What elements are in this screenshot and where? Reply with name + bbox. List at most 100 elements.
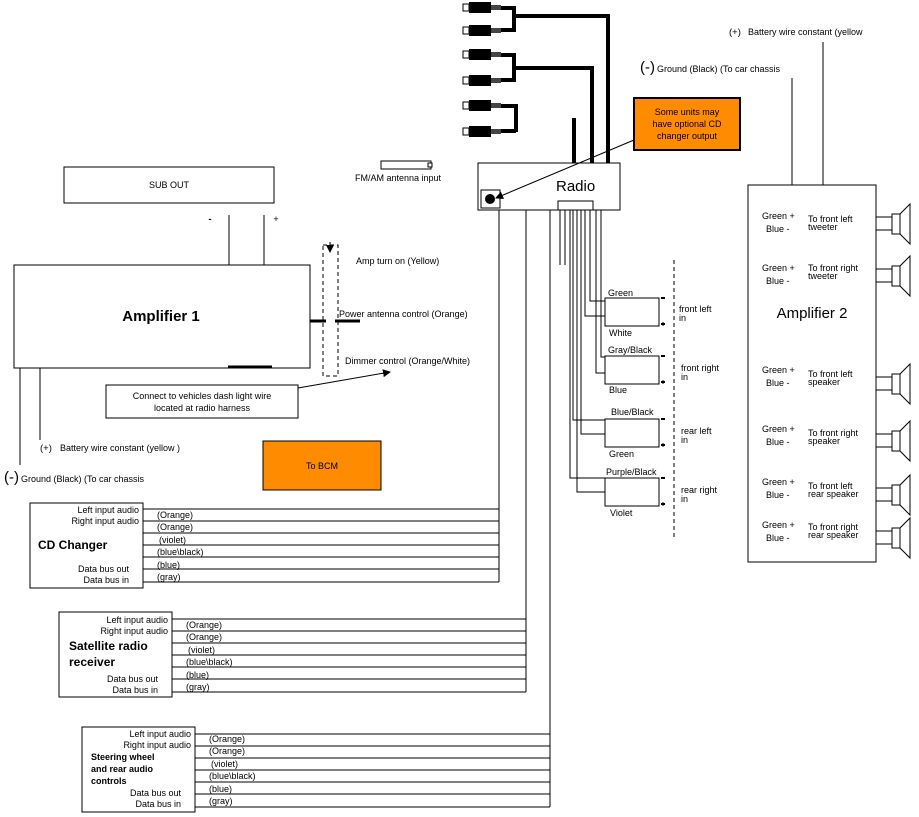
speaker-icon (876, 202, 911, 246)
spk1-dest-label: front left (679, 304, 712, 314)
amp2-output-6: Green + Blue - To front right rear speak… (762, 520, 859, 543)
dimmer-label: Dimmer control (Orange/White) (345, 356, 470, 366)
spk3-top-label: Blue/Black (611, 407, 654, 417)
steer-right-input-label: Right input audio (123, 740, 191, 750)
steering-box (81, 726, 196, 813)
sat-wire-3: (violet) (188, 645, 215, 655)
svg-text:Green +: Green + (762, 365, 795, 375)
sat-data-bus-out-label: Data bus out (107, 674, 159, 684)
ground-left-sign: (-) (4, 469, 19, 486)
amp2-output-1: Green + Blue - To front left tweeter (762, 211, 853, 234)
spk3-dest-label-2: in (681, 435, 688, 445)
cd-data-bus-out-label: Data bus out (78, 564, 130, 574)
radio-label: Radio (556, 178, 595, 195)
speaker-icon (876, 473, 911, 517)
cd-changer-title: CD Changer (38, 538, 108, 552)
battery-left-label: Battery wire constant (yellow ) (60, 443, 180, 453)
spk3-dest-label: rear left (681, 426, 712, 436)
radio-cd-port-dot (485, 194, 495, 204)
battery-top-label: Battery wire constant (yellow (748, 27, 863, 37)
svg-text:Blue -: Blue - (766, 490, 790, 500)
spk2-dest-label-2: in (681, 372, 688, 382)
cd-note-line3: changer output (657, 131, 718, 141)
sat-left-input-label: Left input audio (106, 615, 168, 625)
svg-text:Blue -: Blue - (766, 224, 790, 234)
battery-left-sign: (+) (40, 443, 52, 454)
svg-text:tweeter: tweeter (808, 271, 838, 281)
svg-text:To front right: To front right (808, 522, 859, 532)
harness-dashed-box (322, 244, 339, 377)
amplifier-2-label: Amplifier 2 (777, 305, 848, 322)
cd-wire-6: (gray) (157, 572, 181, 582)
ground-left-label: Ground (Black) (To car chassis (21, 474, 145, 484)
speaker-boxes (604, 297, 660, 507)
amp2-output-5: Green + Blue - To front left rear speake… (762, 477, 859, 500)
cd-right-input-label: Right input audio (71, 516, 139, 526)
spk2-top-label: Gray/Black (608, 345, 653, 355)
sat-title-1: Satellite radio (69, 639, 148, 653)
rca-plug (462, 100, 501, 111)
to-bcm-box (262, 440, 382, 491)
sat-title-2: receiver (69, 655, 115, 669)
spk1-bottom-label: White (609, 328, 632, 338)
sat-wire-1: (Orange) (186, 620, 222, 630)
cd-data-bus-in-label: Data bus in (83, 575, 129, 585)
rca-plug (462, 126, 501, 137)
cd-wires (143, 508, 499, 583)
amplifier-1-box (13, 264, 311, 369)
sub-out-box (63, 166, 275, 204)
radio-box (477, 162, 621, 211)
satellite-box (58, 611, 173, 698)
fm-am-antenna-label: FM/AM antenna input (355, 173, 442, 183)
svg-text:Green +: Green + (762, 520, 795, 530)
sub-minus-label: - (208, 214, 211, 225)
spk3-bottom-label: Green (609, 449, 634, 459)
svg-text:Blue -: Blue - (766, 533, 790, 543)
sat-data-bus-in-label: Data bus in (112, 685, 158, 695)
svg-text:To front left: To front left (808, 214, 853, 224)
rca-plug (462, 2, 501, 13)
steer-wires (195, 733, 550, 808)
svg-text:To front right: To front right (808, 263, 859, 273)
steer-wire-3: (violet) (211, 759, 238, 769)
rca-plug (462, 25, 501, 36)
cd-note-line2: have optional CD (652, 119, 722, 129)
svg-text:rear speaker: rear speaker (808, 489, 859, 499)
ground-top-label: Ground (Black) (To car chassis (657, 64, 781, 74)
battery-top-sign: (+) (729, 27, 741, 38)
svg-text:Green +: Green + (762, 477, 795, 487)
to-bcm-label: To BCM (306, 461, 338, 471)
cd-wire-4: (blue\black) (157, 547, 204, 557)
steer-wire-5: (blue) (209, 784, 232, 794)
steer-data-bus-in-label: Data bus in (135, 799, 181, 809)
rca-plug (462, 49, 501, 60)
svg-text:speaker: speaker (808, 377, 840, 387)
sat-wires (172, 618, 526, 693)
spk2-bottom-label: Blue (609, 385, 627, 395)
cd-changer-box (29, 502, 144, 589)
svg-text:Blue -: Blue - (766, 378, 790, 388)
steer-data-bus-out-label: Data bus out (130, 788, 182, 798)
amp2-output-4: Green + Blue - To front right speaker (762, 424, 859, 447)
cd-left-input-label: Left input audio (77, 505, 139, 515)
steer-wire-6: (gray) (209, 796, 233, 806)
cd-wire-2: (Orange) (157, 522, 193, 532)
spk4-top-label: Purple/Black (606, 467, 657, 477)
steer-wire-4: (blue\black) (209, 771, 256, 781)
spk2-dest-label: front right (681, 363, 720, 373)
radio-harness-connector (557, 200, 594, 211)
speaker-icon (876, 419, 911, 463)
rca-plug (462, 75, 501, 86)
dash-light-note-line1: Connect to vehicles dash light wire (133, 391, 272, 401)
spk4-dest-label: rear right (681, 485, 718, 495)
spk4-dest-label-2: in (681, 494, 688, 504)
amp-turn-on-label: Amp turn on (Yellow) (356, 256, 439, 266)
spk1-dest-label-2: in (679, 313, 686, 323)
steer-wire-2: (Orange) (209, 746, 245, 756)
amplifier-2-box (747, 184, 877, 563)
rca-cables (501, 6, 610, 165)
dash-light-note-line2: located at radio harness (154, 403, 251, 413)
rca-connectors (462, 2, 501, 137)
amp2-output-2: Green + Blue - To front right tweeter (762, 263, 859, 286)
svg-text:Green +: Green + (762, 424, 795, 434)
